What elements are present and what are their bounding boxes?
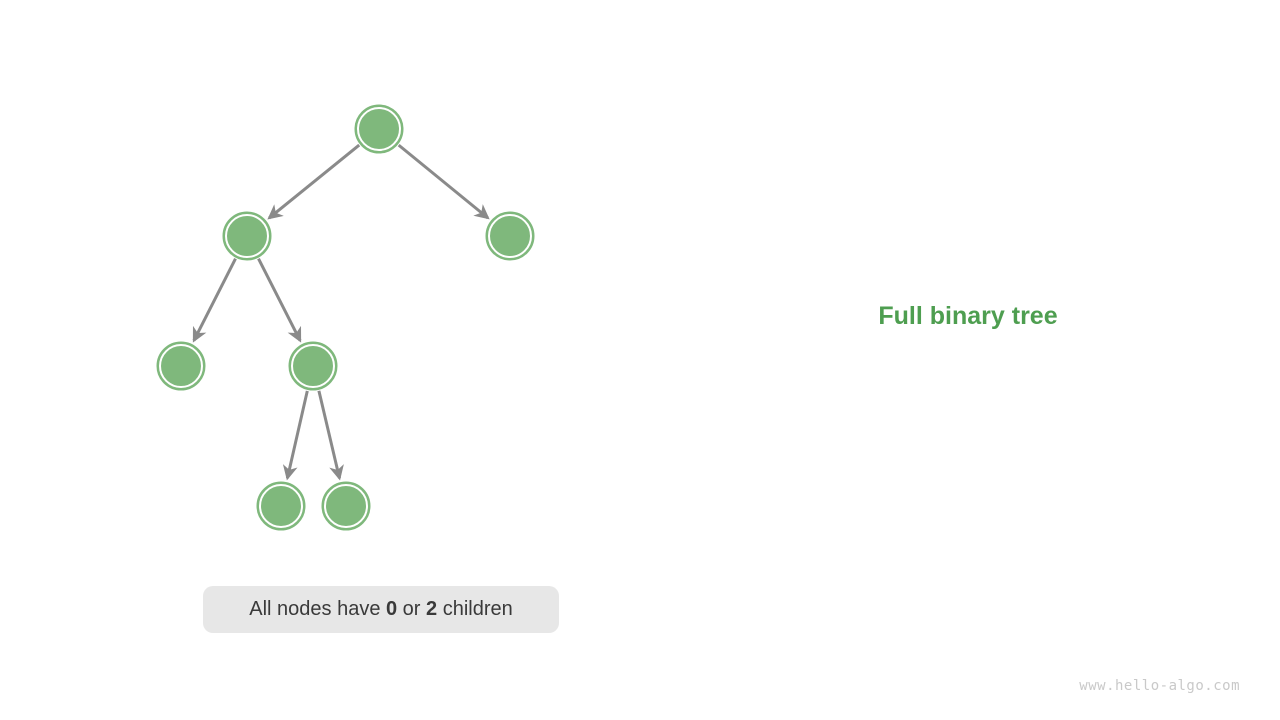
tree-edge	[267, 143, 361, 220]
tree-edge	[282, 390, 309, 481]
tree-node	[222, 211, 272, 261]
caption-segment: or	[397, 598, 427, 620]
caption-segment: All nodes have	[249, 598, 386, 620]
tree-edge	[192, 258, 237, 343]
tree-node	[485, 211, 535, 261]
tree-edge	[397, 143, 490, 220]
tree-node	[321, 481, 371, 531]
tree-node-fill	[357, 107, 401, 151]
tree-node	[354, 104, 404, 154]
caption-segment: 2	[426, 598, 438, 620]
caption-segment: 0	[386, 598, 398, 620]
diagram-title: Full binary tree	[878, 302, 1058, 330]
caption-segment: children	[437, 598, 513, 620]
tree-node	[288, 341, 338, 391]
tree-node-outline	[256, 481, 306, 531]
tree-node-outline	[321, 481, 371, 531]
tree-node-fill	[225, 214, 269, 258]
watermark-url: www.hello-algo.com	[1079, 678, 1240, 694]
tree-node-fill	[259, 484, 303, 528]
tree-node-outline	[156, 341, 206, 391]
caption-pill: All nodes have 0 or 2 children	[203, 586, 559, 633]
tree-edge	[257, 258, 302, 343]
tree-node-outline	[222, 211, 272, 261]
tree-node-outline	[288, 341, 338, 391]
tree-node-outline	[354, 104, 404, 154]
tree-edge	[317, 390, 344, 481]
tree-node-fill	[324, 484, 368, 528]
tree-node	[256, 481, 306, 531]
tree-node-fill	[159, 344, 203, 388]
tree-node-outline	[485, 211, 535, 261]
tree-node-fill	[291, 344, 335, 388]
tree-node	[156, 341, 206, 391]
tree-node-fill	[488, 214, 532, 258]
